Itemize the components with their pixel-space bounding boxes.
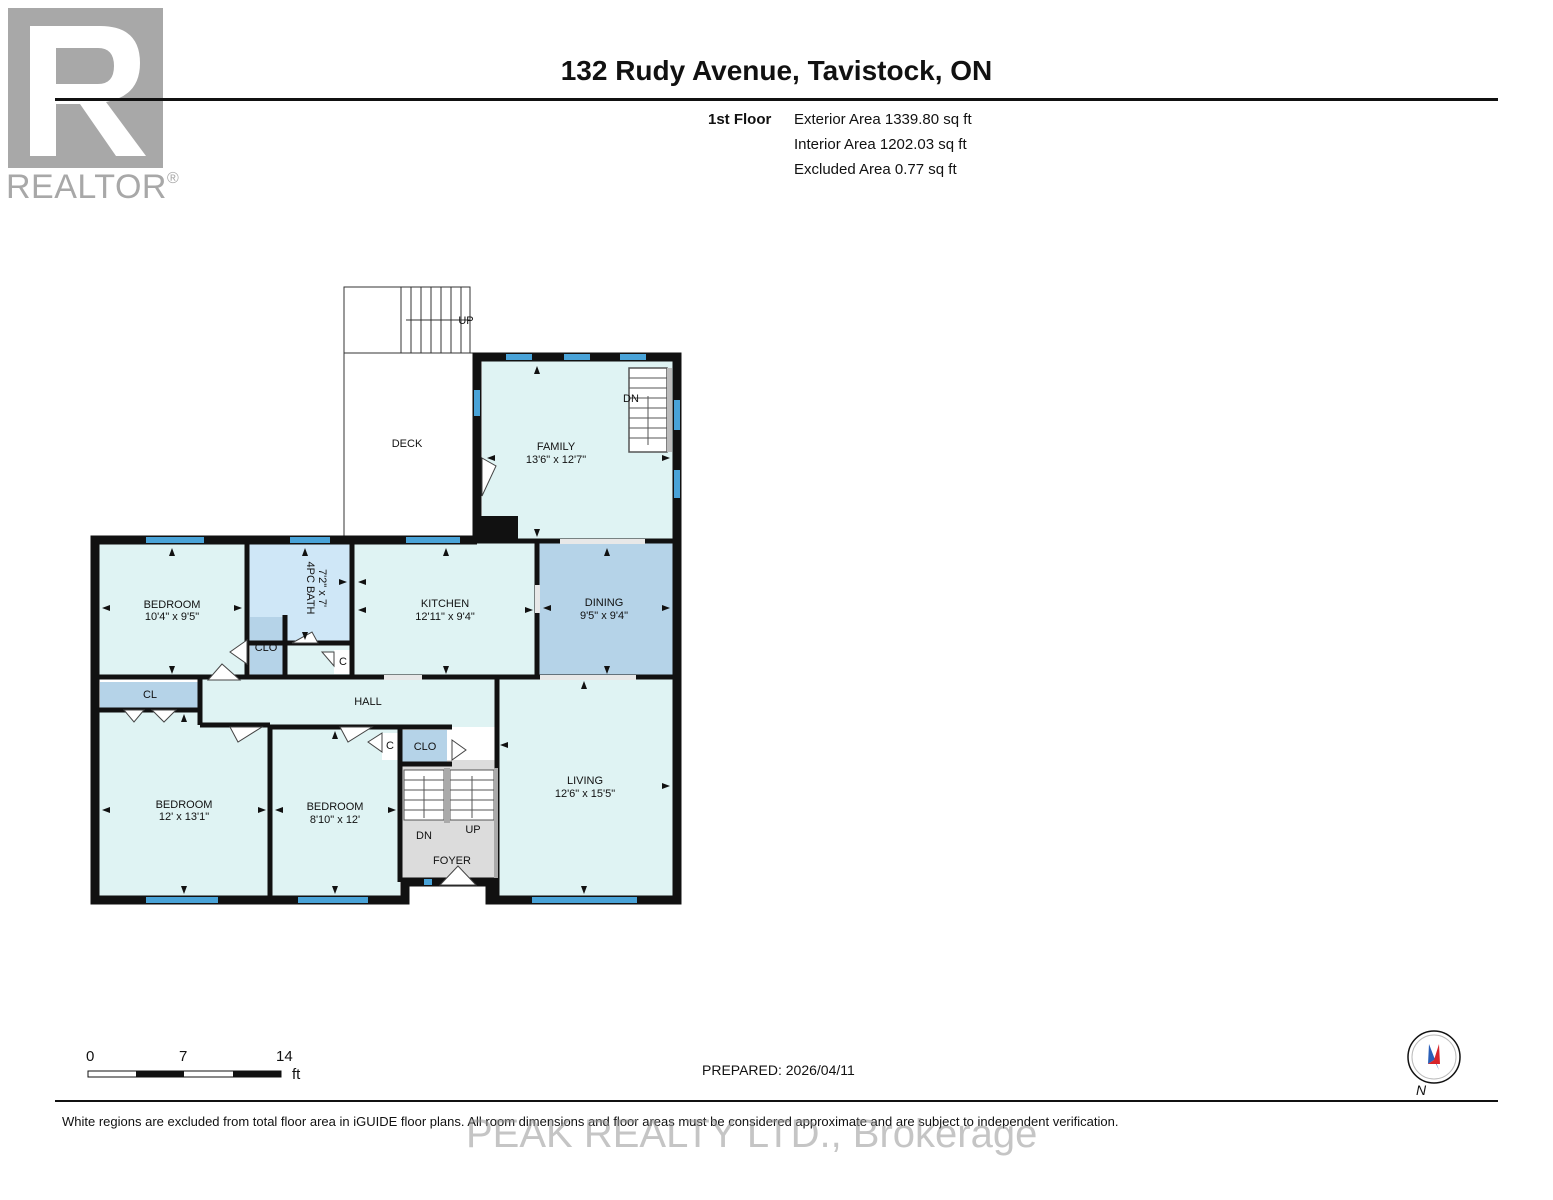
closet-label-c2: C [386, 740, 394, 752]
stairs-up-foyer: UP [465, 824, 480, 836]
dining-name: DINING [585, 597, 624, 609]
interior-area: Interior Area 1202.03 sq ft [794, 136, 967, 153]
room-labels: DECK FAMILY 13'6" x 12'7" BEDROOM 10'4" … [143, 315, 639, 867]
realtor-r-icon [8, 8, 163, 168]
deck-label: DECK [392, 438, 423, 450]
hall-label: HALL [354, 696, 382, 708]
header-divider [55, 98, 1498, 101]
doors [122, 457, 497, 886]
openings [384, 539, 645, 680]
closet-label-1: CLO [255, 642, 278, 654]
bedroom-s-name: BEDROOM [307, 801, 364, 813]
kitchen-dims: 12'11" x 9'4" [415, 611, 475, 623]
exterior-area: Exterior Area 1339.80 sq ft [794, 111, 972, 128]
foyer-label: FOYER [433, 855, 471, 867]
living-name: LIVING [567, 775, 603, 787]
dining-dims: 9'5" x 9'4" [580, 610, 628, 622]
logo-text: REALTOR [6, 168, 167, 206]
bedroom-nw-name: BEDROOM [144, 599, 201, 611]
excluded-area: Excluded Area 0.77 sq ft [794, 161, 957, 178]
foyer-stairs [403, 768, 498, 878]
bath-name: 4PC BATH [304, 562, 316, 615]
stairs-up-top: UP [458, 315, 473, 327]
deck-area [343, 286, 476, 537]
family-name: FAMILY [537, 441, 576, 453]
dimension-arrows [102, 366, 670, 894]
brokerage-watermark: PEAK REALTY LTD., Brokerage [466, 1112, 1038, 1156]
living-dims: 12'6" x 15'5" [555, 788, 615, 800]
floor-label: 1st Floor [708, 111, 772, 128]
closet-label-c1: C [339, 656, 347, 668]
stairs-dn-foyer: DN [416, 830, 432, 842]
registered-mark: ® [166, 170, 180, 187]
disclaimer-text: White regions are excluded from total fl… [62, 1114, 1119, 1129]
realtor-logo-text: REALTOR® [6, 168, 179, 207]
scale-bar [87, 1070, 282, 1078]
scale-tick-0: 0 [86, 1048, 95, 1065]
closet-label-cl: CL [143, 689, 157, 701]
footer-divider [55, 1100, 1498, 1102]
page-title: 132 Rudy Avenue, Tavistock, ON [560, 55, 993, 86]
room-fills [97, 360, 674, 898]
compass-north-letter: N [1416, 1082, 1427, 1098]
bedroom-sw-name: BEDROOM [156, 799, 213, 811]
prepared-date: PREPARED: 2026/04/11 [702, 1062, 855, 1078]
family-stairs [628, 367, 672, 453]
scale-tick-7: 7 [179, 1048, 188, 1065]
windows [146, 354, 680, 903]
scale-tick-14: 14 [276, 1048, 293, 1065]
stairs-dn-family: DN [623, 393, 639, 405]
scale-unit: ft [292, 1066, 301, 1083]
closet-label-2: CLO [414, 741, 437, 753]
exterior-walls [90, 352, 682, 905]
compass-icon [1407, 1030, 1461, 1084]
kitchen-name: KITCHEN [421, 598, 469, 610]
family-dims: 13'6" x 12'7" [526, 454, 586, 466]
realtor-logo-mark [8, 8, 163, 168]
bedroom-nw-dims: 10'4" x 9'5" [145, 611, 199, 623]
bath-dims: 7'2" x 7' [316, 569, 328, 607]
bedroom-sw-dims: 12' x 13'1" [159, 811, 209, 823]
bedroom-s-dims: 8'10" x 12' [310, 814, 360, 826]
